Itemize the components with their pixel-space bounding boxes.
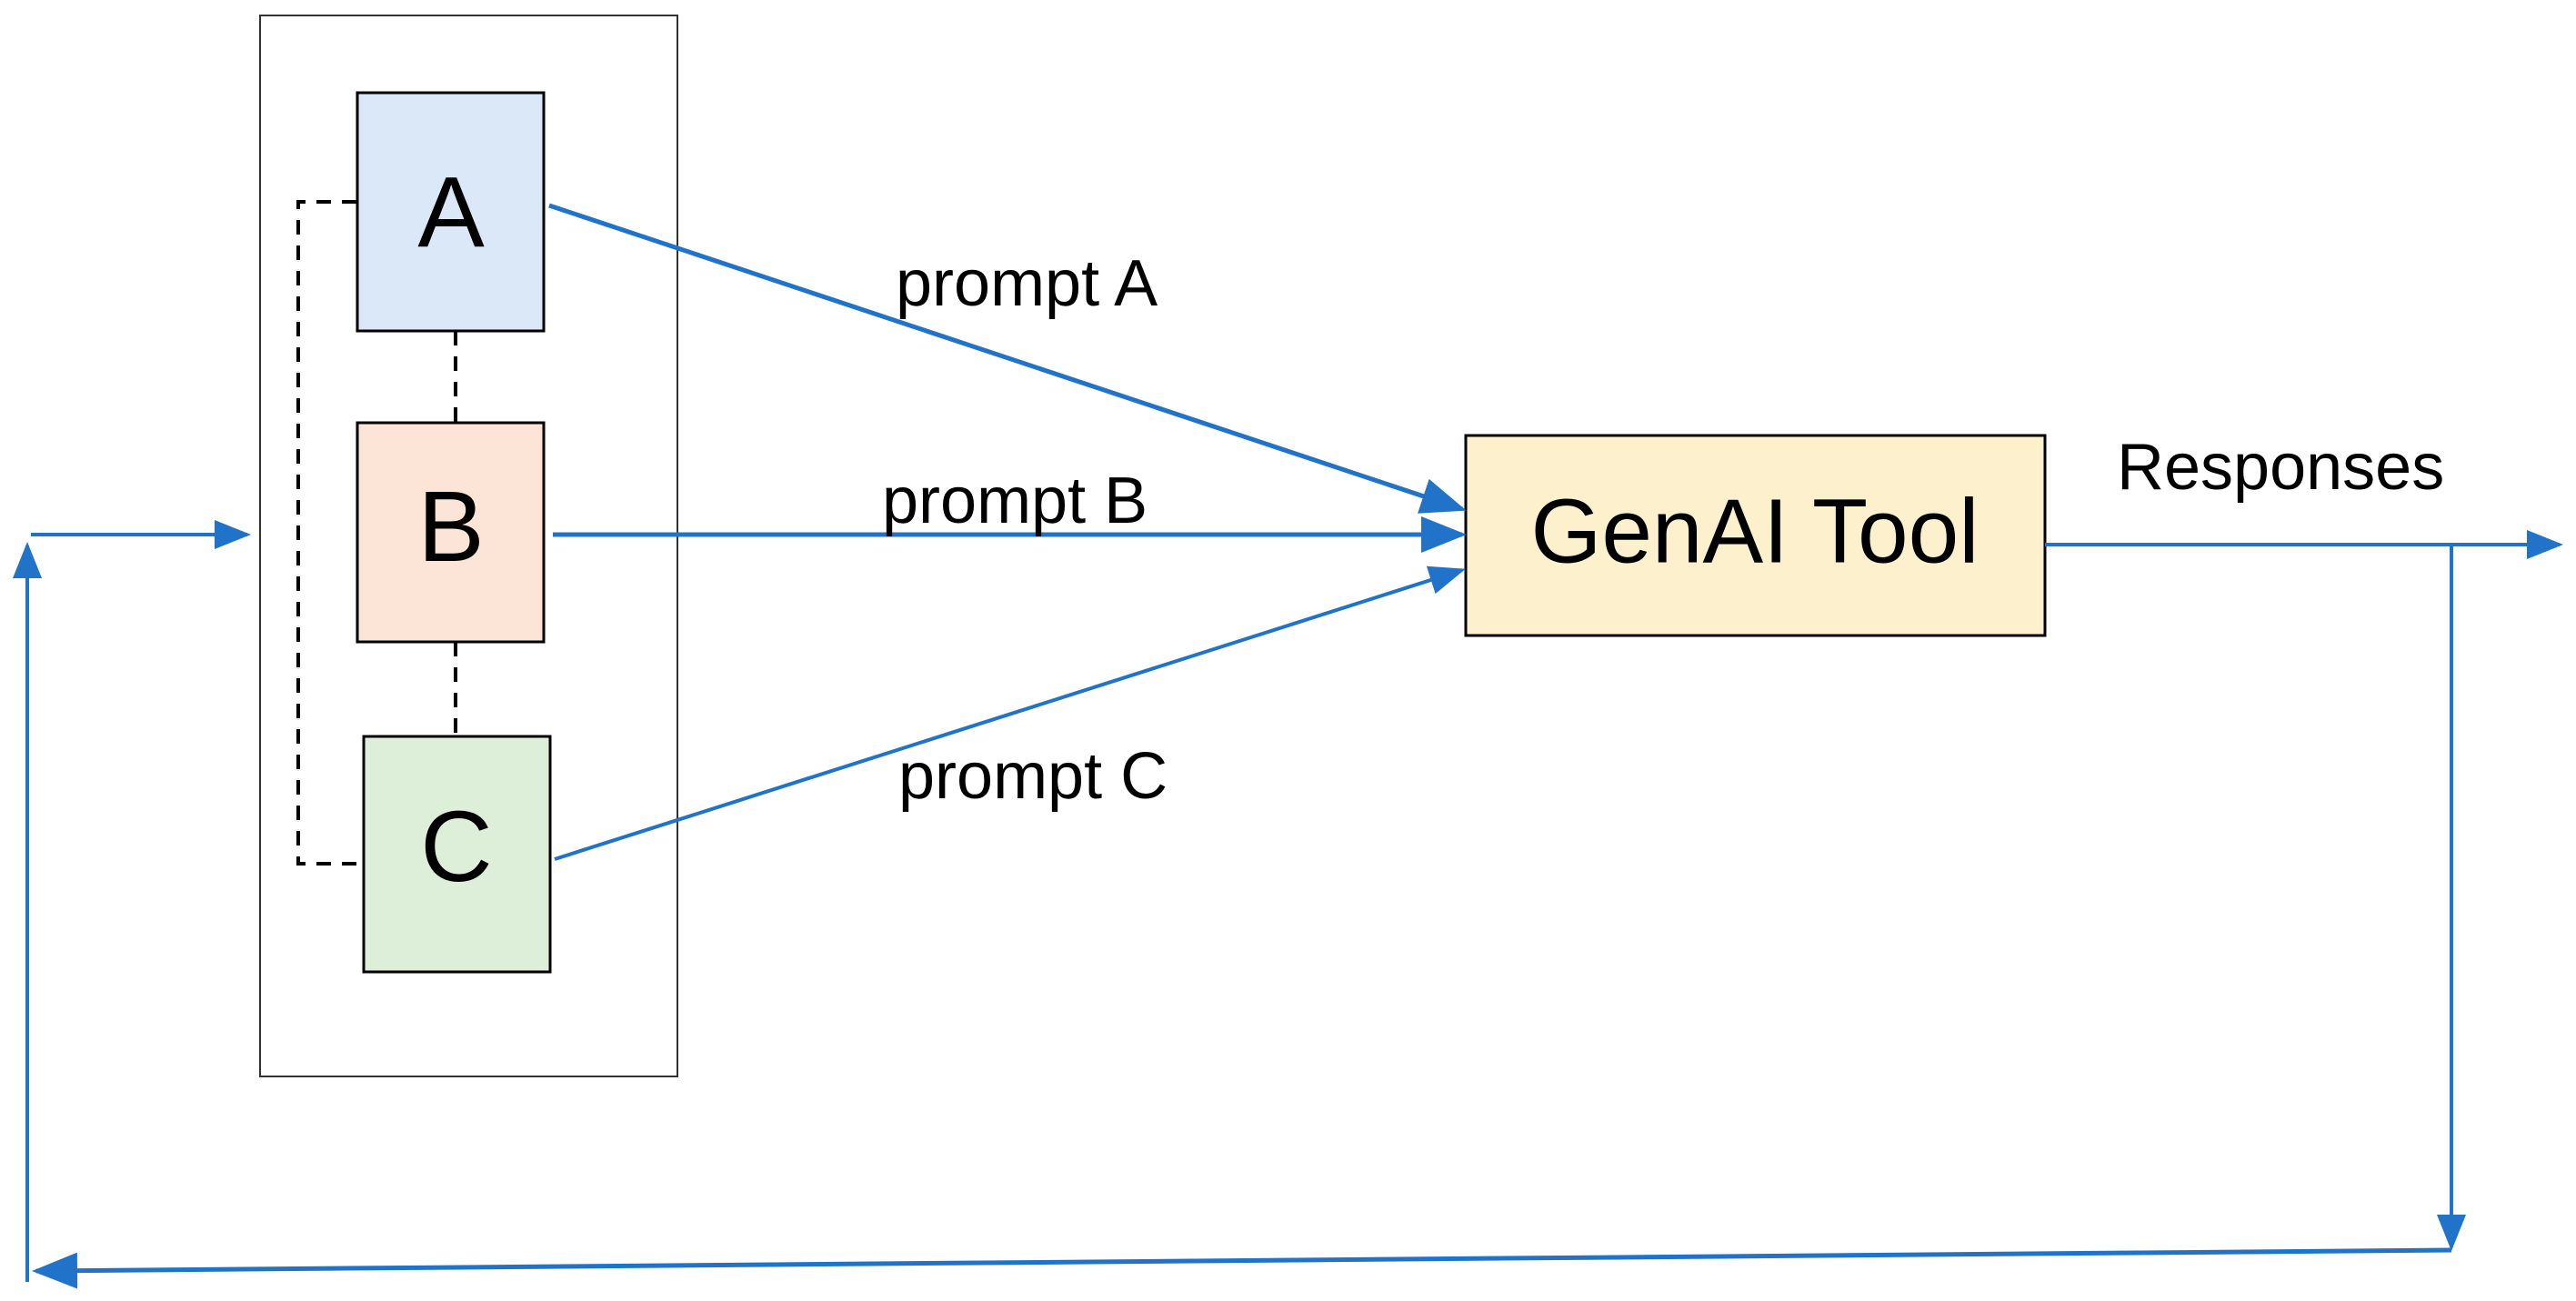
node-c-label: C xyxy=(420,791,492,903)
node-b-box xyxy=(356,421,546,644)
node-b: B xyxy=(356,421,546,644)
node-c-box xyxy=(362,735,552,974)
node-a-box xyxy=(356,91,546,333)
node-genai-tool: GenAI Tool xyxy=(1464,434,2047,637)
node-a: A xyxy=(356,91,546,333)
arrow-prompt-a xyxy=(548,203,1467,514)
prompt-group-container xyxy=(259,15,678,1077)
node-b-label: B xyxy=(417,471,484,583)
arrow-prompt-c xyxy=(554,565,1466,861)
genai-tool-label: GenAI Tool xyxy=(1531,480,1980,582)
responses-label: Responses xyxy=(2117,431,2444,504)
dashed-link-a-c xyxy=(296,200,364,866)
genai-tool-box xyxy=(1464,434,2047,637)
node-c: C xyxy=(362,735,552,974)
prompt-b-label: prompt B xyxy=(882,465,1148,537)
prompt-c-label: prompt C xyxy=(898,740,1168,813)
arrow-feedback-back xyxy=(32,1247,2452,1289)
prompt-a-label: prompt A xyxy=(896,247,1158,320)
node-a-label: A xyxy=(417,156,485,268)
